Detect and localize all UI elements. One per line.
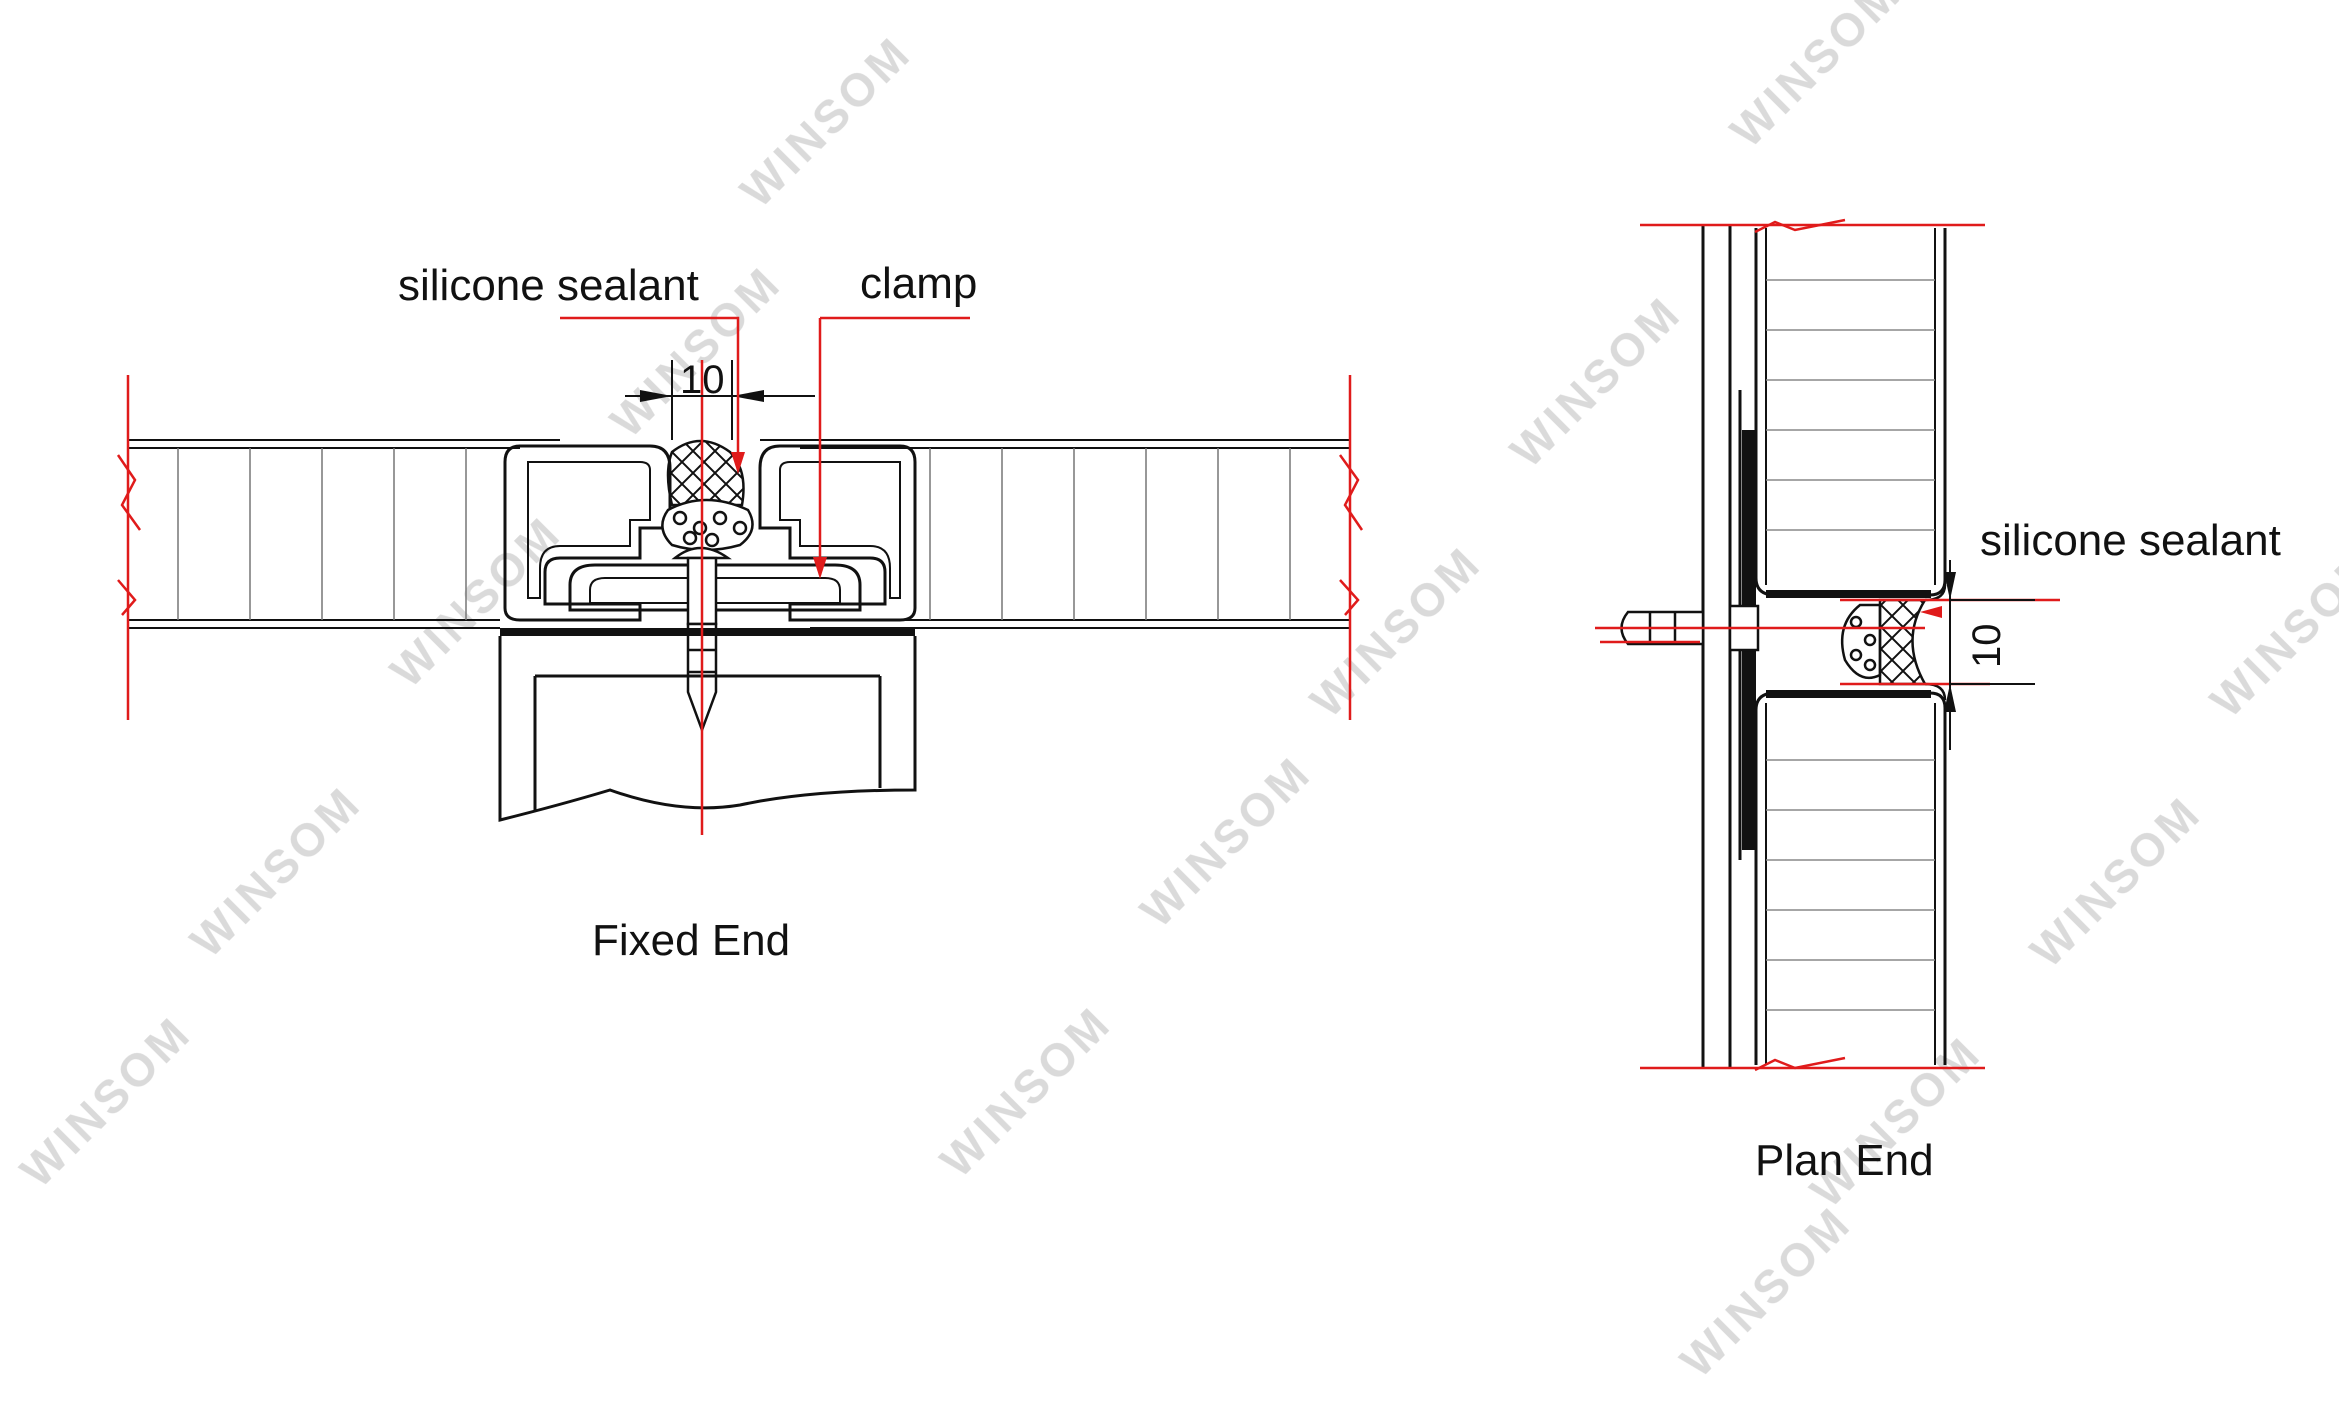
watermark: WINSOM	[1300, 536, 1491, 727]
plan-end-lower-panel	[1754, 690, 1947, 1065]
watermark: WINSOM	[1800, 1026, 1991, 1217]
plan-end-sealant-arrow	[1920, 606, 1942, 618]
fixed-end-drawing: 10 silicone sealant clamp Fixed End	[116, 259, 1364, 965]
fixed-end-right-profile	[758, 444, 917, 622]
fixed-end-sealant-arrow	[731, 452, 745, 474]
fixed-end-clamp-arrow	[813, 557, 827, 579]
watermark: WINSOM	[10, 1006, 201, 1197]
plan-end-title: Plan End	[1755, 1136, 1934, 1185]
watermark: WINSOM	[930, 996, 1121, 1187]
fixed-end-panel-left	[128, 439, 560, 629]
plan-end-backer-rod	[1840, 603, 1882, 680]
fixed-end-break-lines	[116, 375, 1364, 720]
fixed-end-right-profile-inner	[779, 461, 901, 599]
watermark: WINSOM	[730, 26, 921, 217]
fixed-end-panel-core-lines	[177, 448, 1291, 620]
watermark: WINSOM	[380, 506, 571, 697]
plan-end-silicone-sealant	[1878, 598, 1928, 686]
plan-end-dimension-text: 10	[1965, 624, 2009, 669]
fixed-end-support	[498, 636, 917, 822]
plan-end-sealant-label: silicone sealant	[1980, 516, 2281, 565]
plan-end-drawing: 10 silicone sealant Plan End	[1595, 218, 2281, 1185]
watermark: WINSOM	[2020, 786, 2211, 977]
fixed-end-base-strip	[500, 628, 915, 636]
watermark: WINSOM	[180, 776, 371, 967]
fixed-end-silicone-sealant	[666, 439, 745, 507]
fixed-end-title: Fixed End	[592, 916, 790, 965]
watermark-layer: WINSOM WINSOM WINSOM WINSOM WINSOM WINSO…	[10, 0, 2339, 1387]
fixed-end-backer-rod	[661, 498, 754, 552]
fixed-end-leaders	[560, 316, 970, 575]
fixed-end-panel-right	[760, 439, 1350, 629]
watermark: WINSOM	[1720, 0, 1911, 157]
watermark: WINSOM	[1670, 1196, 1861, 1387]
fixed-end-sealant-label: silicone sealant	[398, 261, 699, 310]
watermark: WINSOM	[1130, 746, 1321, 937]
plan-end-upper-panel	[1754, 228, 1947, 598]
fixed-end-dimension-text: 10	[680, 358, 725, 402]
fixed-end-left-profile-inner	[527, 461, 651, 599]
fixed-end-dimension: 10	[625, 358, 815, 440]
watermark: WINSOM	[1500, 286, 1691, 477]
fixed-end-clamp-inner	[589, 577, 841, 604]
plan-end-dimension: 10	[1944, 560, 2035, 750]
fixed-end-clamp-label: clamp	[860, 259, 977, 308]
fixed-end-clamp	[568, 563, 862, 612]
